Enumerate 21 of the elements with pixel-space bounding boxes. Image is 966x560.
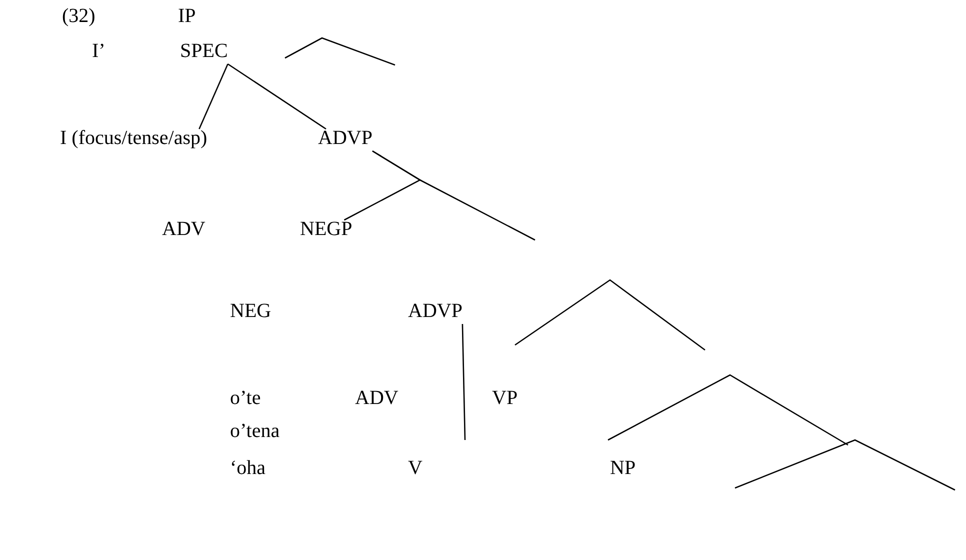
node-label: NEGP: [300, 218, 352, 240]
node-label: NP: [610, 457, 636, 479]
node-label: ADV: [162, 218, 206, 240]
node-label: o’tena: [230, 420, 280, 442]
node-label: V: [408, 457, 422, 479]
node-label: ‘oha: [230, 457, 266, 479]
example-number: (32): [62, 5, 96, 27]
node-label: VP: [492, 387, 518, 409]
node-label: IP: [178, 5, 196, 27]
tree-branch: [227, 63, 326, 130]
tree-branch: [462, 324, 466, 440]
tree-branch: [372, 150, 536, 241]
node-label: ADVP: [408, 300, 462, 322]
node-label: I’: [92, 40, 106, 62]
node-label: NEG: [230, 300, 272, 322]
node-label: ADV: [355, 387, 398, 409]
node-label: ADVP: [318, 127, 372, 149]
node-label: SPEC: [180, 40, 228, 62]
tree-branch: [198, 64, 228, 130]
node-label: o’te: [230, 387, 261, 409]
node-label: I (focus/tense/asp): [60, 127, 208, 149]
